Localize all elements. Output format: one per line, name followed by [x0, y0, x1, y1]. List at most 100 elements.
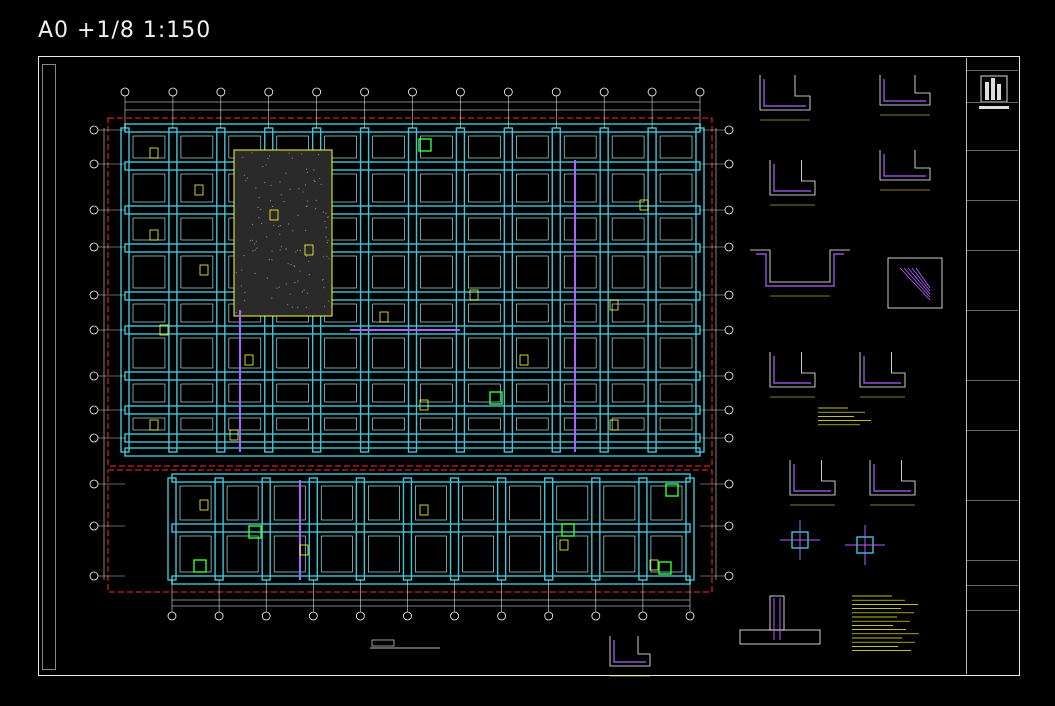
axis-bubble: [725, 572, 733, 580]
slab-panel: [421, 174, 453, 202]
slab-panel: [660, 256, 692, 288]
slab-panel: [277, 338, 309, 368]
slab-panel: [133, 338, 165, 368]
slab-panel: [612, 338, 644, 368]
hatch-dot: [307, 293, 308, 294]
beam-horizontal: [125, 244, 700, 252]
axis-bubble: [169, 88, 177, 96]
hatch-dot: [271, 297, 272, 298]
slab-panel: [516, 338, 548, 368]
slab-panel: [660, 304, 692, 322]
axis-bubble: [592, 612, 600, 620]
corner-detail: [888, 258, 942, 308]
detail-section-7-rebar: [794, 464, 831, 491]
annotation-tag: [245, 355, 253, 365]
slab-panel: [604, 536, 635, 572]
annotation-tag: [610, 300, 618, 310]
beam-vertical: [592, 478, 600, 580]
slab-panel: [468, 304, 500, 322]
title-block-row: [967, 200, 1018, 201]
hatch-dot: [288, 263, 289, 264]
axis-bubble: [725, 480, 733, 488]
slab-panel: [180, 486, 211, 520]
detail-section-5: [770, 352, 815, 387]
axis-bubble: [356, 612, 364, 620]
hatch-dot: [302, 291, 303, 292]
hatch-dot: [313, 169, 314, 170]
hatch-dot: [266, 164, 267, 165]
axis-bubble: [262, 612, 270, 620]
title-block-row: [967, 250, 1018, 251]
slab-panel: [660, 338, 692, 368]
detail-section-8: [870, 460, 915, 495]
hatch-dot: [308, 261, 309, 262]
axis-bubble: [725, 126, 733, 134]
slab-panel: [516, 174, 548, 202]
axis-bubble: [725, 372, 733, 380]
hatch-dot: [280, 225, 281, 226]
slab-panel: [564, 136, 596, 158]
slab-panel: [468, 418, 500, 430]
title-block-row: [967, 585, 1018, 586]
slab-panel: [421, 304, 453, 322]
slab-panel: [373, 136, 405, 158]
axis-bubble: [90, 160, 98, 168]
axis-bubble: [217, 88, 225, 96]
detail-section-3-rebar: [774, 164, 811, 191]
slab-panel: [510, 536, 541, 572]
slab-panel: [325, 338, 357, 368]
detail-section-4-rebar: [884, 154, 926, 176]
hatch-dot: [327, 240, 328, 241]
beam-horizontal: [125, 372, 700, 380]
hatch-dot: [294, 265, 295, 266]
axis-bubble: [639, 612, 647, 620]
hatch-dot: [292, 158, 293, 159]
hatch-dot: [288, 223, 289, 224]
title-block: [966, 58, 1018, 674]
slab-panel: [421, 338, 453, 368]
hatched-region: [234, 150, 332, 316]
hatch-dot: [314, 181, 315, 182]
slab-panel: [227, 536, 258, 572]
title-block-row: [967, 500, 1018, 501]
slab-panel: [468, 136, 500, 158]
title-block-row: [967, 310, 1018, 311]
beam-horizontal: [125, 206, 700, 214]
hatch-dot: [323, 212, 324, 213]
annotation-tag: [420, 400, 428, 410]
hatch-dot: [269, 155, 270, 156]
annotation-tag: [150, 148, 158, 158]
slab-panel: [516, 304, 548, 322]
hatch-dot: [266, 236, 267, 237]
axis-bubble: [309, 612, 317, 620]
hatch-dot: [279, 234, 280, 235]
hatch-dot: [279, 287, 280, 288]
hatch-dot: [295, 251, 296, 252]
beam-vertical: [217, 128, 225, 452]
hatch-dot: [297, 250, 298, 251]
beam-horizontal: [125, 292, 700, 300]
slab-panel: [181, 174, 213, 202]
beam-vertical: [639, 478, 647, 580]
axis-bubble: [725, 243, 733, 251]
hatch-dot: [254, 243, 255, 244]
hatch-dot: [297, 280, 298, 281]
hatch-dot: [244, 300, 245, 301]
slab-panel: [229, 384, 261, 402]
annotation-tag: [520, 355, 528, 365]
axis-bubble: [90, 291, 98, 299]
annotation-tag: [200, 265, 208, 275]
hatch-dot: [290, 294, 291, 295]
axis-bubble: [313, 88, 321, 96]
slab-panel: [564, 256, 596, 288]
annotation-tag: [230, 430, 238, 440]
hatch-dot: [236, 312, 237, 313]
hatch-dot: [326, 227, 327, 228]
beam-vertical: [498, 478, 506, 580]
slab-panel: [612, 218, 644, 240]
slab-panel: [373, 218, 405, 240]
slab-panel: [463, 536, 494, 572]
hatch-dot: [267, 158, 268, 159]
annotation-tag: [300, 545, 308, 555]
